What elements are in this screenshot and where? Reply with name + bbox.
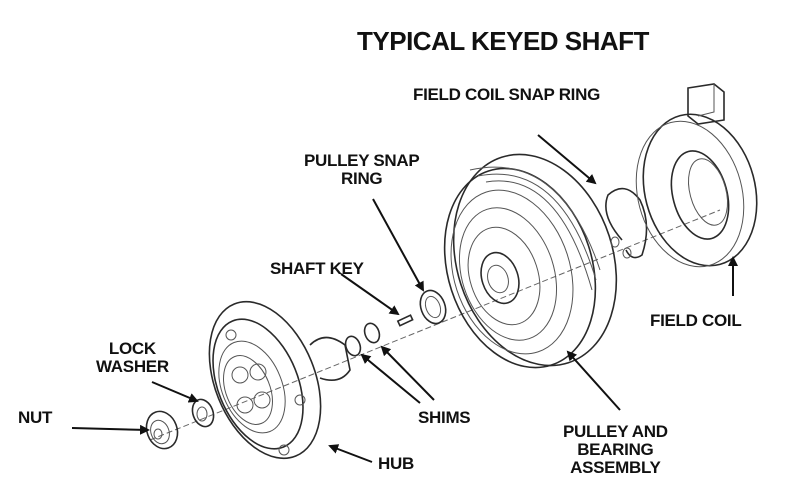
label-pulley-snap-ring: PULLEY SNAP RING	[304, 151, 420, 188]
label-nut: NUT	[18, 408, 53, 427]
label-lock-washer-line2: WASHER	[96, 356, 169, 376]
hub-part	[208, 300, 351, 460]
label-pulley-snap-ring-line2: RING	[341, 168, 383, 188]
label-lock-washer: LOCK WASHER	[96, 340, 169, 376]
arrow-hub	[328, 444, 373, 463]
shims-part	[344, 322, 381, 357]
arrow-lock-washer	[151, 381, 199, 403]
lock-washer-part	[191, 398, 215, 428]
pulley-snap-ring-part	[419, 289, 447, 325]
label-pulley-bearing-line3: ASSEMBLY	[570, 457, 661, 477]
field-coil-part	[635, 83, 758, 268]
arrow-shims-1	[360, 353, 421, 404]
arrow-nut	[71, 424, 150, 435]
shaft-key-part	[396, 314, 414, 327]
label-lock-washer-line1: LOCK	[108, 339, 156, 358]
arrow-pulley-bearing	[566, 350, 621, 411]
nut-part	[145, 410, 179, 450]
label-pulley-bearing-line1: PULLEY AND	[563, 422, 668, 441]
leader-arrows	[71, 134, 738, 463]
label-field-coil-snap-ring: FIELD COIL SNAP RING	[413, 85, 601, 104]
label-pulley-bearing-assembly: PULLEY AND BEARING ASSEMBLY	[563, 423, 668, 477]
arrow-shims-2	[380, 345, 435, 401]
label-shims: SHIMS	[418, 408, 471, 427]
pulley-bearing-part	[443, 153, 618, 369]
arrow-shaft-key	[340, 273, 400, 316]
label-shaft-key: SHAFT KEY	[270, 259, 364, 278]
label-pulley-bearing-line2: BEARING	[577, 439, 654, 459]
shaft-axis	[149, 209, 721, 441]
diagram-title: TYPICAL KEYED SHAFT	[357, 26, 649, 56]
field-coil-snap-ring-part	[605, 187, 648, 259]
label-pulley-snap-ring-line1: PULLEY SNAP	[304, 151, 420, 170]
label-hub: HUB	[378, 454, 414, 473]
arrow-pulley-snap-ring	[372, 198, 424, 292]
arrow-field-coil-snap-ring	[537, 134, 597, 185]
label-field-coil: FIELD COIL	[650, 311, 742, 330]
